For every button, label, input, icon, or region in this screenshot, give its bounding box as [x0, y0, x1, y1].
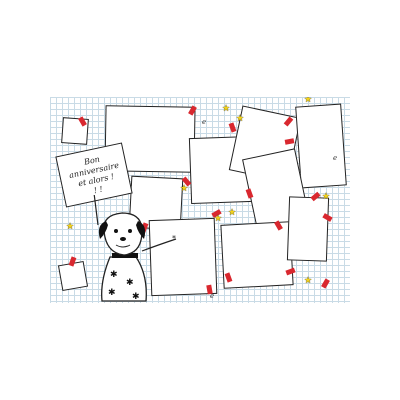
dog-head [103, 212, 143, 256]
swirl-icon: ℯ [202, 118, 207, 126]
star-icon: ★ [322, 192, 331, 202]
tape-piece [321, 278, 330, 289]
dog-ear-left [98, 221, 108, 239]
dog-eye [114, 229, 118, 233]
greeting-card: ★ ★ ★ ★ ★ ★ ★ ★ ★ ★ ℯ ℯ ℯ Bon anniversai… [50, 97, 350, 303]
dog-spot: ✱ [110, 270, 118, 280]
sign-pole [93, 195, 99, 226]
star-icon: ★ [66, 222, 75, 232]
photo-frame-far-right [295, 103, 347, 189]
dog-ear-right [136, 221, 146, 239]
star-icon: ★ [304, 276, 313, 286]
dog-eye [128, 229, 132, 233]
swirl-icon: ℯ [210, 292, 215, 300]
star-icon: ★ [180, 184, 189, 194]
dog-spot: ✱ [132, 292, 140, 302]
star-icon: ★ [228, 208, 237, 218]
photo-frame-bottom-far-right [286, 196, 330, 262]
dog-spot: ✱ [108, 288, 116, 298]
star-icon: ★ [214, 214, 223, 224]
sparkle-icon: * [172, 234, 176, 243]
dog-spot: ✱ [126, 278, 134, 288]
star-icon: ★ [304, 97, 313, 105]
star-icon: ★ [222, 104, 231, 114]
swirl-icon: ℯ [333, 154, 338, 162]
dog-arm [141, 238, 177, 252]
dog-nose [120, 237, 126, 241]
dog-mouth [115, 244, 131, 248]
dog-illustration: * ✱ ✱ ✱ ✱ [93, 195, 177, 302]
dog-body [101, 256, 147, 302]
star-icon: ★ [236, 114, 245, 124]
